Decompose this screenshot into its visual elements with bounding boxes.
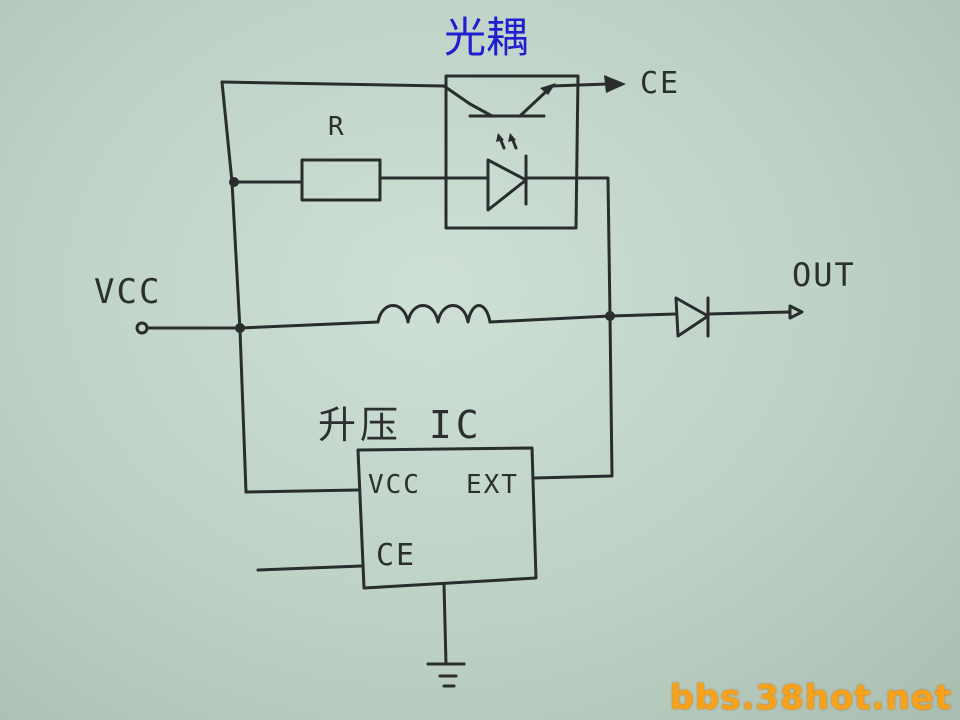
vcc-input-label: VCC — [94, 272, 162, 312]
led-anode-triangle — [486, 158, 528, 212]
resistor-label: R — [328, 112, 346, 142]
light-arrowhead-1 — [496, 133, 504, 142]
ic-ce-pin-label: CE — [376, 538, 417, 573]
light-arrowhead-2 — [508, 133, 516, 142]
wire-led-to-right-rail — [524, 176, 612, 318]
diagram-title: 光耦 — [444, 13, 529, 62]
wire-ic-ce — [256, 564, 364, 572]
wire-to-output-diode — [608, 312, 678, 318]
wire-ic-vcc — [244, 488, 360, 494]
ic-vcc-pin-label: VCC — [368, 470, 421, 500]
inductor-coil — [376, 304, 492, 324]
output-diode-triangle — [674, 296, 710, 338]
wire-right-rail — [532, 314, 614, 480]
wire-ce-output — [550, 82, 610, 88]
wire-out — [706, 310, 792, 316]
ce-output-label: CE — [640, 66, 681, 101]
out-label: OUT — [792, 256, 856, 294]
wire-left-rail — [230, 180, 248, 494]
boost-ic-box — [356, 446, 538, 590]
ic-ext-pin-label: EXT — [466, 470, 519, 500]
ce-output-arrow — [604, 75, 626, 93]
wire-vcc-input — [145, 320, 380, 330]
wire-left-top-vertical — [220, 80, 234, 184]
resistor — [300, 158, 382, 202]
wire-top-rail — [220, 80, 472, 106]
phototransistor-collector — [468, 102, 494, 118]
out-arrow — [788, 304, 804, 320]
wire-ground — [442, 582, 448, 666]
boost-ic-title: 升压 IC — [318, 403, 483, 447]
wire-inductor-to-node — [488, 314, 612, 324]
optocoupler-package — [444, 74, 580, 230]
watermark: bbs.38hot.net — [669, 678, 952, 718]
